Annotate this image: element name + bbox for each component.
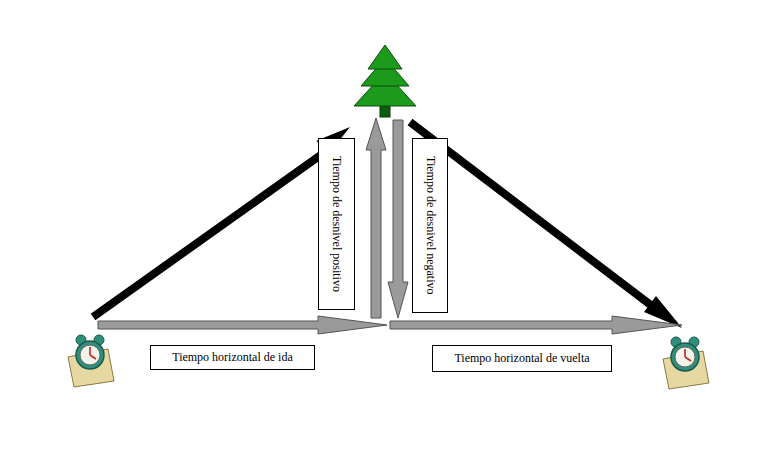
black-arrow [410,122,682,328]
clock-face [675,347,695,367]
box-text: Tiempo horizontal de vuelta [454,352,589,366]
clock-hand [89,347,91,355]
label-box: Tiempo de desnivel positivo [318,138,355,310]
gray-arrow [98,316,387,334]
clock-hand [685,357,691,361]
clock-hand [684,349,686,357]
tree-tier [368,45,402,69]
arrow-shaft [93,152,325,317]
clock-symbol [68,335,114,387]
label-box: Tiempo de desnivel negativo [412,138,448,313]
black-arrow [93,127,350,317]
clock-case [76,341,104,369]
gray-arrow [388,120,408,318]
gray-arrow [366,118,386,318]
label-box: Tiempo horizontal de ida [150,345,315,370]
label-box: Tiempo horizontal de vuelta [432,345,612,372]
box-text: Tiempo horizontal de ida [172,351,293,365]
clock-symbol [663,337,709,389]
clock-hand [90,355,96,359]
box-text: Tiempo de desnivel negativo [423,156,437,295]
clock-case [671,343,699,371]
tree-symbol [354,45,416,117]
gray-arrow [390,316,682,334]
box-text: Tiempo de desnivel positivo [330,156,344,292]
clock-face [80,345,100,365]
